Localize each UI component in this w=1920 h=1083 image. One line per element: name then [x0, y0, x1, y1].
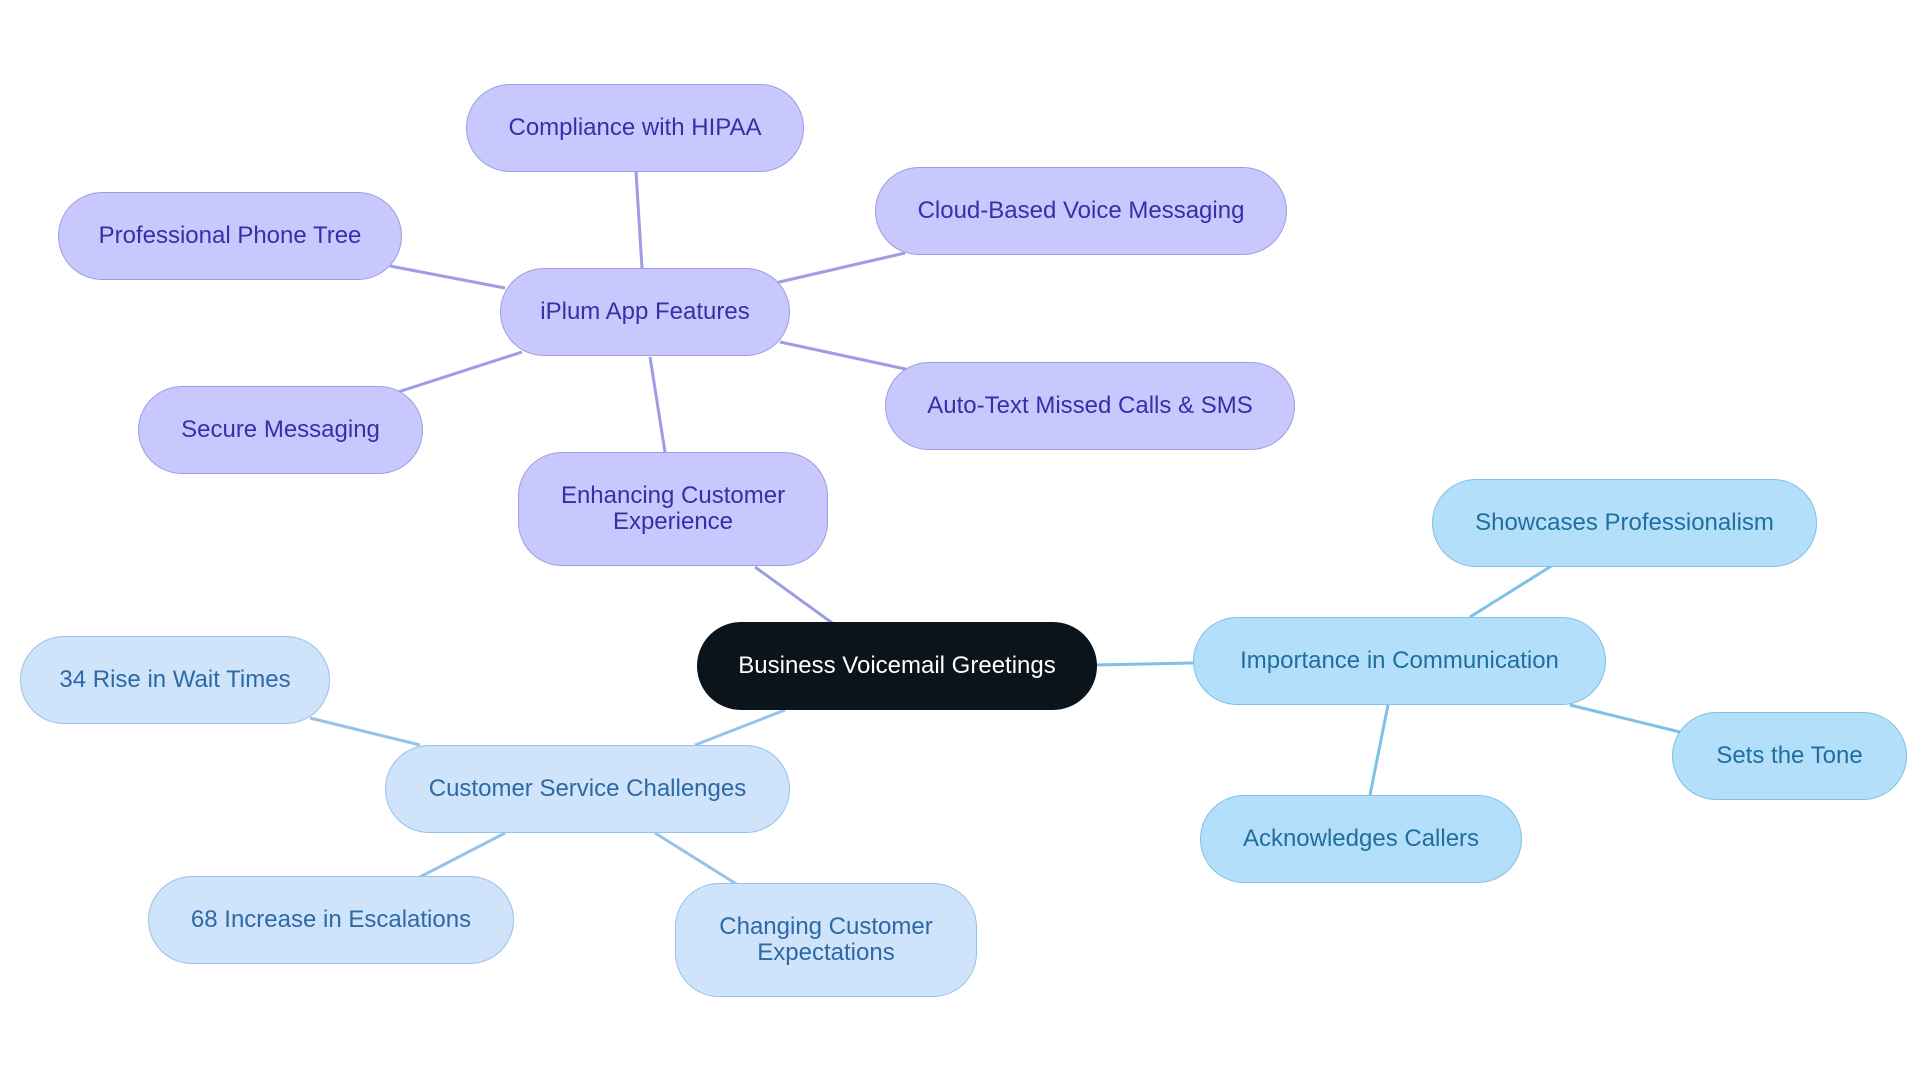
edge-challenges-expectations — [654, 831, 739, 887]
edge-importance-tone — [1569, 703, 1681, 734]
edge-iplum-hipaa — [634, 171, 644, 269]
node-label: iPlum App Features — [540, 297, 750, 325]
edge-root-challenges — [694, 708, 786, 747]
edge-importance-professionalism — [1469, 563, 1554, 619]
node-label: Acknowledges Callers — [1242, 824, 1480, 852]
node-68-increase-in-escalations[interactable]: 68 Increase in Escalations — [148, 876, 514, 964]
edge-root-importance — [1094, 661, 1194, 667]
edge-challenges-wait — [309, 716, 421, 747]
edge-root-enhancing — [754, 565, 836, 627]
node-customer-service-challenges[interactable]: Customer Service Challenges — [385, 745, 790, 833]
node-compliance-with-hipaa[interactable]: Compliance with HIPAA — [466, 84, 804, 172]
edge-challenges-escalations — [417, 831, 506, 880]
node-34-rise-in-wait-times[interactable]: 34 Rise in Wait Times — [20, 636, 330, 724]
node-label: 68 Increase in Escalations — [190, 905, 472, 933]
node-secure-messaging[interactable]: Secure Messaging — [138, 386, 423, 474]
node-label: 34 Rise in Wait Times — [59, 665, 291, 693]
node-label: Sets the Tone — [1716, 741, 1863, 769]
node-changing-customer-expectations[interactable]: Changing Customer Expectations — [675, 883, 977, 997]
edge-importance-acknowledges — [1368, 704, 1390, 796]
node-label: Business Voicemail Greetings — [738, 651, 1056, 679]
edge-enhancing-iplum — [648, 356, 667, 453]
edge-iplum-phone-tree — [389, 264, 506, 290]
node-acknowledges-callers[interactable]: Acknowledges Callers — [1200, 795, 1522, 883]
edge-iplum-auto-text — [779, 340, 911, 372]
node-business-voicemail-greetings[interactable]: Business Voicemail Greetings — [697, 622, 1097, 710]
node-label: Customer Service Challenges — [428, 774, 747, 802]
node-showcases-professionalism[interactable]: Showcases Professionalism — [1432, 479, 1817, 567]
node-sets-the-tone[interactable]: Sets the Tone — [1672, 712, 1907, 800]
node-label: Cloud-Based Voice Messaging — [917, 196, 1245, 224]
edge-iplum-cloud — [774, 251, 906, 285]
node-iplum-app-features[interactable]: iPlum App Features — [500, 268, 790, 356]
node-cloud-based-voice-messaging[interactable]: Cloud-Based Voice Messaging — [875, 167, 1287, 255]
node-professional-phone-tree[interactable]: Professional Phone Tree — [58, 192, 402, 280]
edge-iplum-secure — [397, 350, 523, 394]
node-auto-text-missed-calls-sms[interactable]: Auto-Text Missed Calls & SMS — [885, 362, 1295, 450]
node-label: Compliance with HIPAA — [508, 113, 762, 141]
node-label: Enhancing Customer Experience — [560, 481, 786, 535]
node-label: Professional Phone Tree — [98, 221, 362, 249]
node-label: Showcases Professionalism — [1475, 508, 1774, 536]
node-label: Importance in Communication — [1240, 646, 1559, 674]
node-label: Auto-Text Missed Calls & SMS — [927, 391, 1253, 419]
node-label: Secure Messaging — [181, 415, 380, 443]
node-enhancing-customer-experience[interactable]: Enhancing Customer Experience — [518, 452, 828, 566]
node-importance-in-communication[interactable]: Importance in Communication — [1193, 617, 1606, 705]
node-label: Changing Customer Expectations — [719, 912, 933, 966]
